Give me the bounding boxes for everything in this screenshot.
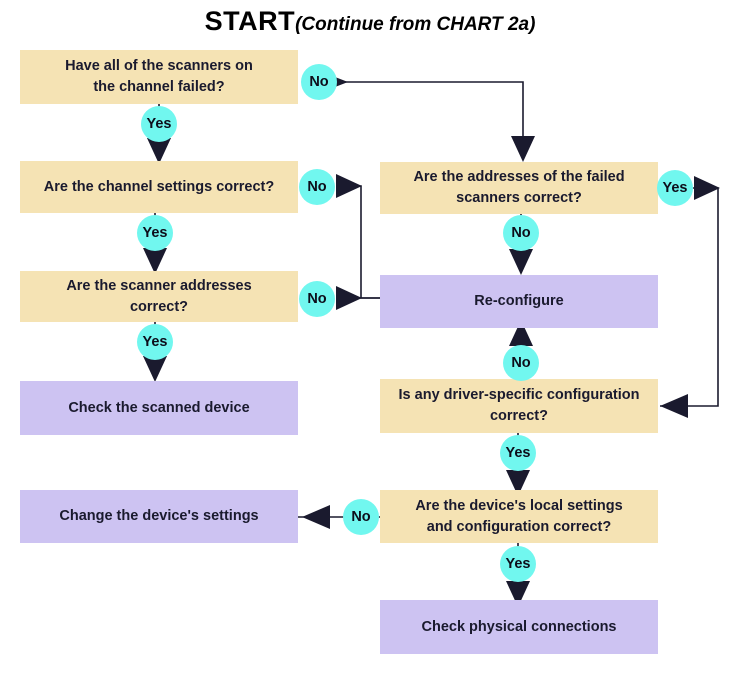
node-channel-settings[interactable]: Are the channel settings correct? bbox=[20, 161, 298, 213]
arrowhead-failed-addresses-no bbox=[509, 249, 533, 275]
node-change-device-settings-line1: Change the device's settings bbox=[59, 508, 259, 525]
node-failed-addresses-line2: scanners correct? bbox=[456, 190, 582, 206]
node-scanner-addresses[interactable]: Are the scanner addresses correct? bbox=[20, 271, 298, 322]
node-failed-addresses[interactable]: Are the addresses of the failed scanners… bbox=[380, 162, 658, 214]
node-check-physical-line1: Check physical connections bbox=[421, 618, 617, 635]
node-failed-addresses-line1: Are the addresses of the failed bbox=[413, 169, 625, 186]
node-channel-settings-line1: Are the channel settings correct? bbox=[43, 178, 275, 195]
node-check-physical[interactable]: Check physical connections bbox=[380, 600, 658, 654]
edge-failed-addresses-yes bbox=[660, 187, 719, 407]
node-driver-config[interactable]: Is any driver-specific configuration cor… bbox=[380, 379, 658, 433]
edge-label-driver-config-yes[interactable]: Yes bbox=[500, 435, 536, 471]
edge-label-local-settings-no[interactable]: No bbox=[343, 499, 379, 535]
node-scanner-addresses-line2: correct? bbox=[129, 298, 189, 315]
edge-label-scanners-failed-yes[interactable]: Yes bbox=[141, 106, 177, 142]
node-scanner-addresses-line1: Are the scanner addresses bbox=[66, 277, 252, 294]
edge-label-channel-settings-yes[interactable]: Yes bbox=[137, 215, 173, 251]
node-reconfigure[interactable]: Re-configure bbox=[380, 275, 658, 328]
node-check-scanned-device-line1: Check the scanned device bbox=[68, 399, 250, 416]
node-driver-config-line2: correct? bbox=[489, 408, 548, 424]
node-change-device-settings[interactable]: Change the device's settings bbox=[20, 490, 298, 543]
edge-label-driver-config-no[interactable]: No bbox=[503, 345, 539, 381]
edge-label-channel-settings-no[interactable]: No bbox=[299, 169, 335, 205]
edge-label-failed-addresses-no[interactable]: No bbox=[503, 215, 539, 251]
node-scanners-failed-line2: the channel failed? bbox=[93, 79, 225, 95]
title-main: START bbox=[204, 6, 296, 36]
node-scanners-failed-line1: Have all of the scanners on bbox=[65, 58, 253, 75]
node-local-settings-line2: and configuration correct? bbox=[426, 518, 612, 535]
node-scanners-failed[interactable]: Have all of the scanners on the channel … bbox=[20, 50, 298, 104]
arrowhead-scanners-failed-no-v bbox=[511, 136, 535, 162]
arrowhead-failed-addresses-yes-in bbox=[660, 394, 688, 418]
arrowhead-scanner-addresses-no bbox=[336, 286, 362, 310]
node-reconfigure-line1: Re-configure bbox=[474, 293, 564, 310]
node-local-settings-line1: Are the device's local settings bbox=[415, 497, 623, 514]
edge-channel-settings-no bbox=[340, 185, 380, 299]
node-driver-config-line1: Is any driver-specific configuration bbox=[398, 387, 640, 404]
arrowhead-channel-settings-no bbox=[336, 174, 362, 198]
edge-label-scanner-addresses-yes[interactable]: Yes bbox=[137, 324, 173, 360]
edge-scanners-failed-no bbox=[321, 81, 524, 150]
edge-label-local-settings-yes[interactable]: Yes bbox=[500, 546, 536, 582]
node-local-settings[interactable]: Are the device's local settings and conf… bbox=[380, 490, 658, 543]
arrowhead-failed-addresses-yes-h bbox=[694, 176, 720, 200]
node-check-scanned-device[interactable]: Check the scanned device bbox=[20, 381, 298, 435]
edge-label-scanners-failed-no[interactable]: No bbox=[301, 64, 337, 100]
title-subtitle: (Continue from CHART 2a) bbox=[295, 14, 536, 35]
arrowhead-local-settings-no bbox=[302, 505, 330, 529]
edge-label-failed-addresses-yes[interactable]: Yes bbox=[657, 170, 693, 206]
edge-label-scanner-addresses-no[interactable]: No bbox=[299, 281, 335, 317]
page-title: START(Continue from CHART 2a) bbox=[0, 6, 740, 37]
